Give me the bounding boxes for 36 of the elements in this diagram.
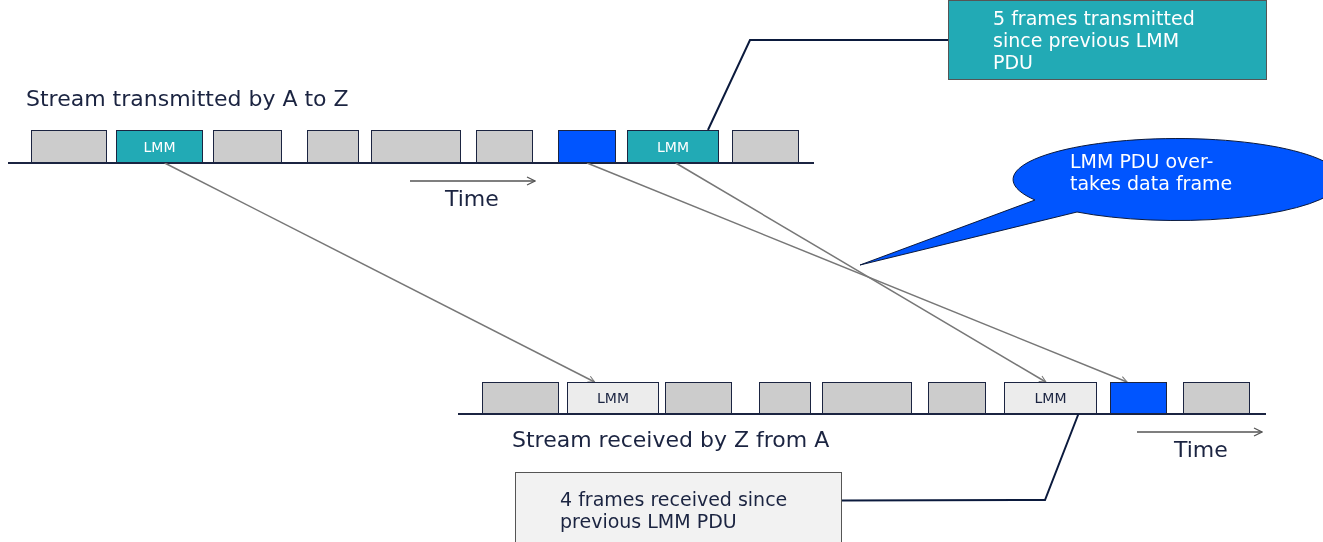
frame-label: LMM [597,390,629,406]
frame-block [482,382,559,414]
leader-line [841,413,1080,502]
frame-block [822,382,912,414]
frame-block [476,130,533,163]
axis-label: Time [1174,437,1228,462]
frame-block [1183,382,1250,414]
frame-block [732,130,799,163]
frame-block [1004,382,1097,414]
axis-label: Time [445,186,499,211]
frame-block [928,382,986,414]
frame-block [371,130,461,163]
arrow [163,162,596,383]
stream-label: Stream transmitted by A to Z [26,86,349,111]
arrow [675,162,1047,383]
frame-block [558,130,616,163]
frame-block [567,382,659,414]
frame-label: LMM [143,138,176,155]
bubble-text: LMM PDU over-takes data frame [1070,150,1234,194]
frame-block [759,382,811,414]
frame-label: LMM [657,138,689,155]
stream-label: Stream received by Z from A [512,427,830,452]
frame-block [627,130,719,163]
frame-block [31,130,107,163]
callout-text: 5 frames transmitted since previous LMM PDU [993,7,1196,73]
frame-block [307,130,359,163]
frame-block [1110,382,1167,414]
frame-label: LMM [1034,390,1067,406]
leader-line [706,39,949,131]
callout-box [948,0,1267,80]
frame-block [213,130,282,163]
callout-text: 4 frames received since previous LMM PDU [560,487,789,532]
arrow [586,162,1128,384]
frame-block [116,130,203,163]
callout-box [515,472,842,542]
frame-block [665,382,732,414]
